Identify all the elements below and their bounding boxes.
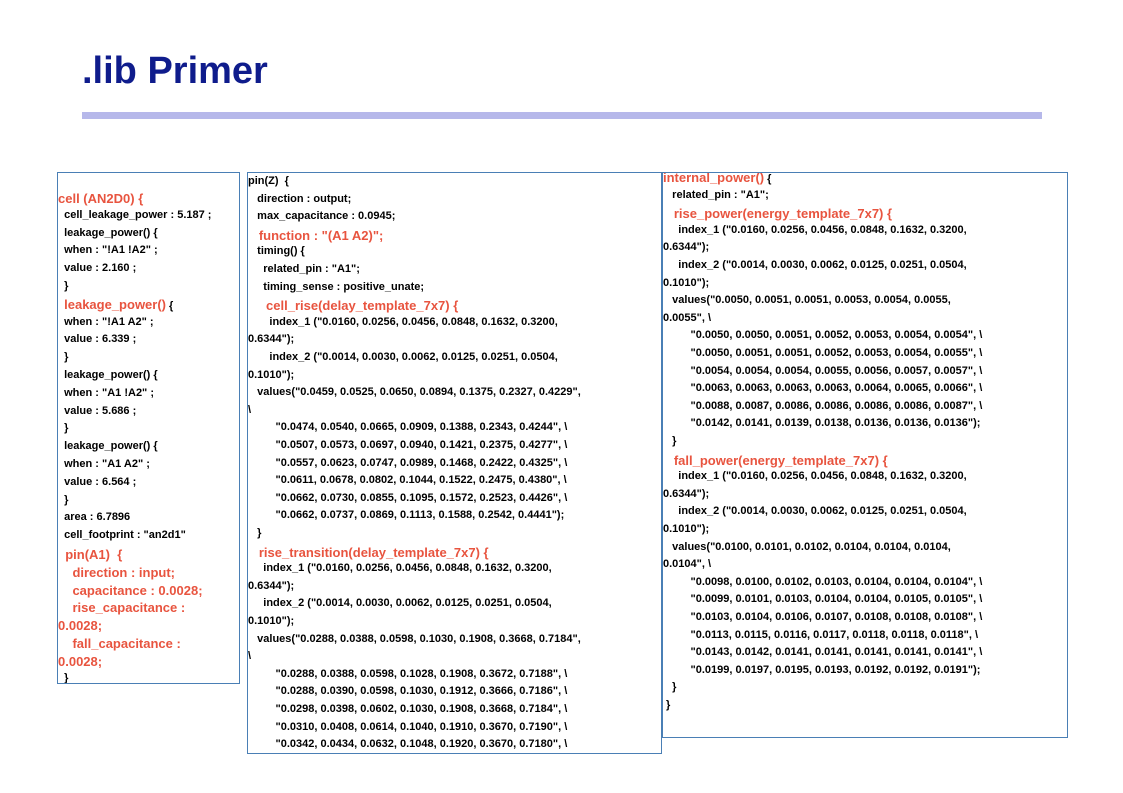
code-line: when : "A1 !A2" ;	[58, 386, 154, 399]
code-line: }	[58, 493, 69, 506]
code-line: function : "(A1 A2)";	[248, 227, 384, 243]
code-line: "0.0611, 0.0678, 0.0802, 0.1044, 0.1522,…	[248, 474, 567, 487]
code-line: value : 5.686 ;	[58, 404, 137, 417]
code-line: 0.0028;	[58, 653, 103, 669]
code-line: 0.1010");	[663, 276, 710, 289]
code-line: max_capacitance : 0.0945;	[248, 210, 396, 223]
code-line: capacitance : 0.0028;	[58, 582, 203, 598]
code-line: "0.0050, 0.0051, 0.0051, 0.0052, 0.0053,…	[663, 347, 983, 359]
code-line: }	[58, 422, 69, 435]
code-line: }	[58, 280, 69, 292]
code-line: cell_leakage_power : 5.187 ;	[58, 208, 212, 221]
cell-definition-panel: cell (AN2D0) { cell_leakage_power : 5.18…	[57, 172, 240, 684]
code-line: index_1 ("0.0160, 0.0256, 0.0456, 0.0848…	[248, 562, 552, 575]
code-line: leakage_power() {	[58, 369, 158, 381]
code-line: "0.0507, 0.0573, 0.0697, 0.0940, 0.1421,…	[248, 439, 568, 451]
code-line: values("0.0100, 0.0101, 0.0102, 0.0104, …	[663, 540, 951, 553]
code-line: leakage_power() {	[58, 440, 158, 453]
code-line: "0.0298, 0.0398, 0.0602, 0.1030, 0.1908,…	[248, 703, 568, 715]
code-line: direction : input;	[58, 564, 175, 580]
code-line: timing() {	[248, 245, 305, 258]
code-line: values("0.0459, 0.0525, 0.0650, 0.0894, …	[248, 386, 581, 399]
code-line: "0.0142, 0.0141, 0.0139, 0.0138, 0.0136,…	[663, 417, 981, 430]
code-line: 0.1010");	[663, 523, 710, 535]
code-line: related_pin : "A1";	[663, 188, 769, 201]
code-line: "0.0099, 0.0101, 0.0103, 0.0104, 0.0104,…	[663, 593, 983, 606]
internal-power-panel: internal_power() { related_pin : "A1"; r…	[662, 172, 1068, 738]
code-line: "0.0474, 0.0540, 0.0665, 0.0909, 0.1388,…	[248, 421, 568, 434]
code-line: related_pin : "A1";	[248, 263, 360, 275]
code-line: 0.1010");	[248, 615, 295, 627]
code-line: value : 6.339 ;	[58, 333, 137, 346]
code-line: }	[663, 681, 677, 694]
code-line: index_1 ("0.0160, 0.0256, 0.0456, 0.0848…	[663, 470, 967, 483]
code-line: index_2 ("0.0014, 0.0030, 0.0062, 0.0125…	[663, 505, 967, 518]
code-line: value : 6.564 ;	[58, 475, 137, 488]
code-line: "0.0310, 0.0408, 0.0614, 0.1040, 0.1910,…	[248, 720, 568, 733]
code-line: }	[58, 671, 69, 684]
code-line: index_1 ("0.0160, 0.0256, 0.0456, 0.0848…	[663, 223, 967, 236]
code-line: rise_capacitance :	[58, 600, 186, 616]
code-line: 0.1010");	[248, 368, 295, 381]
code-line: \	[248, 650, 252, 663]
code-line: 0.0055", \	[663, 311, 712, 324]
code-line: "0.0098, 0.0100, 0.0102, 0.0103, 0.0104,…	[663, 575, 983, 588]
code-line: value : 2.160 ;	[58, 262, 137, 275]
code-line: fall_power(energy_template_7x7) {	[663, 452, 888, 468]
code-line: rise_transition(delay_template_7x7) {	[248, 544, 489, 560]
code-line: }	[58, 351, 69, 364]
code-line: cell (AN2D0) {	[58, 191, 144, 206]
code-line: "0.0557, 0.0623, 0.0747, 0.0989, 0.1468,…	[248, 456, 568, 469]
code-line: 0.0104", \	[663, 558, 712, 571]
code-line: leakage_power() {	[64, 296, 174, 312]
code-line: }	[663, 435, 677, 447]
code-line: index_2 ("0.0014, 0.0030, 0.0062, 0.0125…	[663, 259, 967, 271]
code-line: cell_rise(delay_template_7x7) {	[248, 298, 459, 314]
code-line: when : "!A1 A2" ;	[58, 315, 154, 328]
code-line: }	[663, 699, 671, 711]
code-line: "0.0054, 0.0054, 0.0054, 0.0055, 0.0056,…	[663, 364, 983, 377]
code-line: }	[248, 527, 262, 539]
code-line: 0.6344");	[663, 487, 710, 500]
slide-title: .lib Primer	[82, 50, 268, 92]
code-line: internal_power() {	[663, 172, 772, 185]
code-line: index_2 ("0.0014, 0.0030, 0.0062, 0.0125…	[248, 351, 558, 363]
code-line: "0.0050, 0.0050, 0.0051, 0.0052, 0.0053,…	[663, 329, 983, 342]
code-line: "0.0288, 0.0390, 0.0598, 0.1030, 0.1912,…	[248, 685, 568, 698]
code-line: "0.0088, 0.0087, 0.0086, 0.0086, 0.0086,…	[663, 399, 983, 412]
code-line: when : "A1 A2" ;	[58, 458, 150, 470]
code-line: area : 6.7896	[58, 511, 131, 524]
code-line: 0.6344");	[248, 333, 295, 346]
code-line: \	[248, 403, 252, 416]
code-line: "0.0199, 0.0197, 0.0195, 0.0193, 0.0192,…	[663, 663, 981, 676]
code-line: values("0.0288, 0.0388, 0.0598, 0.1030, …	[248, 632, 581, 645]
code-line: "0.0662, 0.0730, 0.0855, 0.1095, 0.1572,…	[248, 491, 568, 504]
code-line: rise_power(energy_template_7x7) {	[663, 206, 893, 222]
code-line: "0.0063, 0.0063, 0.0063, 0.0063, 0.0064,…	[663, 382, 983, 395]
code-line: pin(Z) {	[248, 175, 289, 187]
code-line: fall_capacitance :	[58, 636, 181, 651]
code-line: index_1 ("0.0160, 0.0256, 0.0456, 0.0848…	[248, 315, 558, 328]
code-line: "0.0143, 0.0142, 0.0141, 0.0141, 0.0141,…	[663, 646, 983, 659]
code-line: cell_footprint : "an2d1"	[58, 529, 186, 542]
code-line: pin(A1) {	[58, 547, 123, 562]
code-line: direction : output;	[248, 192, 352, 205]
code-line: "0.0342, 0.0434, 0.0632, 0.1048, 0.1920,…	[248, 738, 568, 751]
code-line: "0.0288, 0.0388, 0.0598, 0.1028, 0.1908,…	[248, 667, 568, 680]
code-line: 0.6344");	[663, 241, 710, 254]
code-line: "0.0103, 0.0104, 0.0106, 0.0107, 0.0108,…	[663, 611, 983, 623]
code-line: values("0.0050, 0.0051, 0.0051, 0.0053, …	[663, 294, 951, 307]
code-line: leakage_power() {	[58, 226, 158, 239]
code-line: 0.0028;	[58, 618, 103, 634]
code-line: 0.6344");	[248, 579, 295, 592]
output-pin-timing-panel: pin(Z) { direction : output; max_capacit…	[247, 172, 662, 754]
code-line: index_2 ("0.0014, 0.0030, 0.0062, 0.0125…	[248, 597, 552, 610]
code-line: timing_sense : positive_unate;	[248, 280, 425, 293]
code-line: when : "!A1 !A2" ;	[58, 244, 158, 257]
code-line: "0.0113, 0.0115, 0.0116, 0.0117, 0.0118,…	[663, 628, 979, 641]
title-underline	[82, 112, 1042, 119]
code-line: "0.0662, 0.0737, 0.0869, 0.1113, 0.1588,…	[248, 509, 565, 522]
